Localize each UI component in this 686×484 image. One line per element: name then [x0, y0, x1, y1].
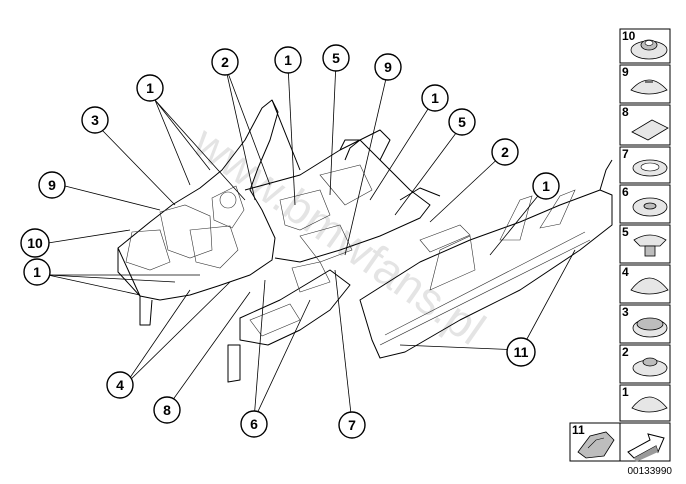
svg-text:6: 6: [622, 185, 629, 199]
svg-text:1: 1: [622, 385, 629, 399]
callouts: 1 1 1 1 1 2 2 3 4 5 5 6 7 8 9 9 10 11: [20, 44, 560, 439]
svg-text:9: 9: [48, 177, 56, 193]
legend-item-11: 11: [569, 422, 621, 462]
svg-text:8: 8: [163, 402, 171, 418]
callout-9: 9: [38, 171, 66, 199]
svg-text:1: 1: [431, 90, 439, 106]
svg-text:9: 9: [622, 65, 629, 79]
svg-text:4: 4: [622, 265, 629, 279]
svg-text:9: 9: [384, 59, 392, 75]
legend-item-4: 4: [619, 264, 671, 304]
svg-text:2: 2: [221, 54, 229, 70]
callout-1: 1: [274, 46, 302, 74]
legend-item-9: 9: [619, 64, 671, 104]
legend-item-8: 8: [619, 104, 671, 146]
svg-text:5: 5: [332, 50, 340, 66]
direction-arrow-box: [619, 422, 671, 462]
legend-item-10: 10: [619, 28, 671, 64]
round-blind-plug-icon: [631, 396, 668, 413]
domed-plug-icon: [630, 277, 669, 295]
svg-text:7: 7: [622, 147, 629, 161]
legend-item-1: 1: [619, 384, 671, 422]
svg-text:2: 2: [501, 144, 509, 160]
callout-6: 6: [240, 410, 268, 438]
svg-text:2: 2: [622, 345, 629, 359]
legend-item-5: 5: [619, 224, 671, 264]
svg-text:4: 4: [116, 377, 124, 393]
svg-text:8: 8: [622, 105, 629, 119]
parts-legend: 10 9 8 7 6: [569, 28, 671, 462]
legend-item-3: 3: [619, 304, 671, 344]
callout-11: 11: [506, 337, 536, 367]
callout-2: 2: [491, 138, 519, 166]
svg-text:10: 10: [27, 235, 43, 251]
callout-4: 4: [106, 371, 134, 399]
callout-5: 5: [448, 108, 476, 136]
foam-insert-icon: [577, 431, 615, 459]
svg-text:10: 10: [622, 29, 636, 43]
legend-item-6: 6: [619, 184, 671, 224]
leader-lines: [47, 61, 576, 424]
reference-code: 00133990: [628, 466, 673, 477]
svg-text:1: 1: [33, 264, 41, 280]
domed-plug-slot-icon: [630, 79, 668, 95]
callout-5: 5: [322, 44, 350, 72]
svg-text:5: 5: [622, 225, 629, 239]
svg-text:3: 3: [622, 305, 629, 319]
svg-text:5: 5: [458, 114, 466, 130]
svg-text:1: 1: [542, 178, 550, 194]
callout-3: 3: [81, 106, 109, 134]
svg-text:11: 11: [514, 344, 529, 360]
svg-text:1: 1: [146, 80, 154, 96]
callout-1: 1: [421, 84, 449, 112]
svg-text:11: 11: [572, 423, 585, 437]
callout-9: 9: [374, 53, 402, 81]
legend-item-2: 2: [619, 344, 671, 384]
expanding-clip-icon: [633, 234, 667, 247]
callout-2: 2: [211, 48, 239, 76]
legend-item-7: 7: [619, 146, 671, 184]
callout-8: 8: [153, 396, 181, 424]
svg-text:1: 1: [284, 52, 292, 68]
body-shell-drawing: [117, 99, 613, 383]
callout-10: 10: [20, 228, 50, 258]
callout-1: 1: [23, 258, 51, 286]
svg-text:3: 3: [91, 112, 99, 128]
callout-1: 1: [532, 172, 560, 200]
svg-text:6: 6: [250, 416, 258, 432]
callout-1: 1: [136, 74, 164, 102]
svg-text:7: 7: [348, 417, 356, 433]
sealing-patch-icon: [631, 119, 669, 141]
callout-7: 7: [338, 411, 366, 439]
